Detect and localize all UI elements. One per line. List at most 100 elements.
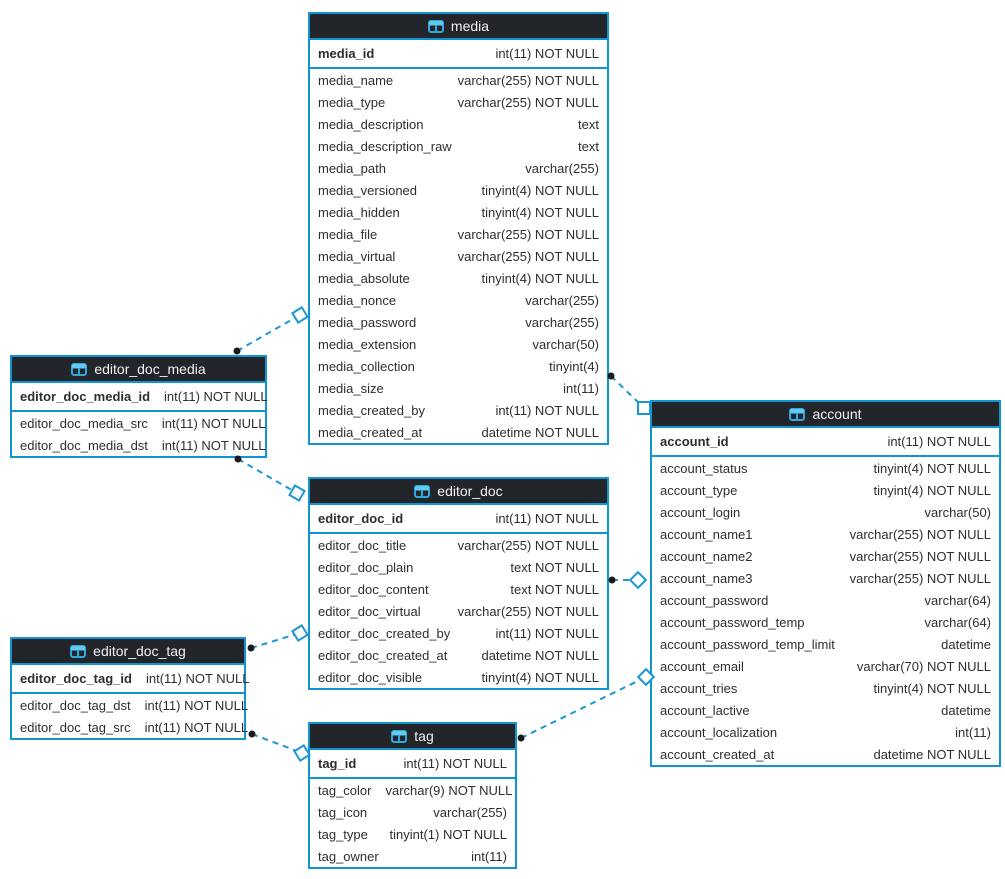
table-title: editor_doc [437, 483, 503, 499]
column-type: int(11) [471, 848, 507, 864]
column-name: account_tries [660, 680, 738, 696]
column-type: varchar(64) [924, 592, 991, 608]
relation-editor_doc_media-editor_doc[interactable] [234, 455, 306, 502]
relation-line [610, 375, 645, 409]
column-type: varchar(50) [924, 504, 991, 520]
column-name: editor_doc_plain [318, 559, 414, 575]
column-name: media_file [318, 226, 378, 242]
table-editor_doc_media-header[interactable]: editor_doc_media [12, 357, 265, 383]
column-name: tag_icon [318, 804, 368, 820]
column-name: account_password_temp [660, 614, 805, 630]
column-name: editor_doc_visible [318, 669, 423, 685]
column-type: varchar(255) NOT NULL [457, 72, 599, 88]
table-icon [789, 407, 806, 421]
relation-editor_doc_tag-tag[interactable] [248, 730, 311, 762]
column-name: editor_doc_created_at [318, 647, 448, 663]
column-type: datetime NOT NULL [481, 424, 599, 440]
table-editor_doc_tag-header[interactable]: editor_doc_tag [12, 639, 244, 665]
relation-media-account[interactable] [607, 372, 651, 415]
relation-editor_doc-account[interactable] [608, 570, 648, 590]
table-tag-header[interactable]: tag [310, 724, 515, 750]
relation-dot-endpoint [233, 347, 241, 355]
column-row-tag_icon[interactable]: tag_icon varchar(255) [310, 801, 515, 823]
relation-editor_doc_media-media[interactable] [233, 306, 309, 355]
column-name: account_created_at [660, 746, 775, 762]
column-name: account_lactive [660, 702, 750, 718]
relation-line [236, 314, 301, 352]
column-type: varchar(255) NOT NULL [457, 94, 599, 110]
column-type: varchar(255) [433, 804, 507, 820]
column-name: media_hidden [318, 204, 400, 220]
table-media-header[interactable]: media [310, 14, 607, 40]
table-icon [427, 19, 444, 33]
relation-editor_doc_tag-editor_doc[interactable] [247, 624, 309, 652]
column-type: int(11) NOT NULL [403, 756, 507, 771]
column-type: varchar(255) [525, 160, 599, 176]
table-account-header[interactable]: account [652, 402, 999, 428]
table-editor_doc-header[interactable]: editor_doc [310, 479, 607, 505]
relation-diamond-endpoint [628, 570, 648, 590]
column-name: media_nonce [318, 292, 397, 308]
